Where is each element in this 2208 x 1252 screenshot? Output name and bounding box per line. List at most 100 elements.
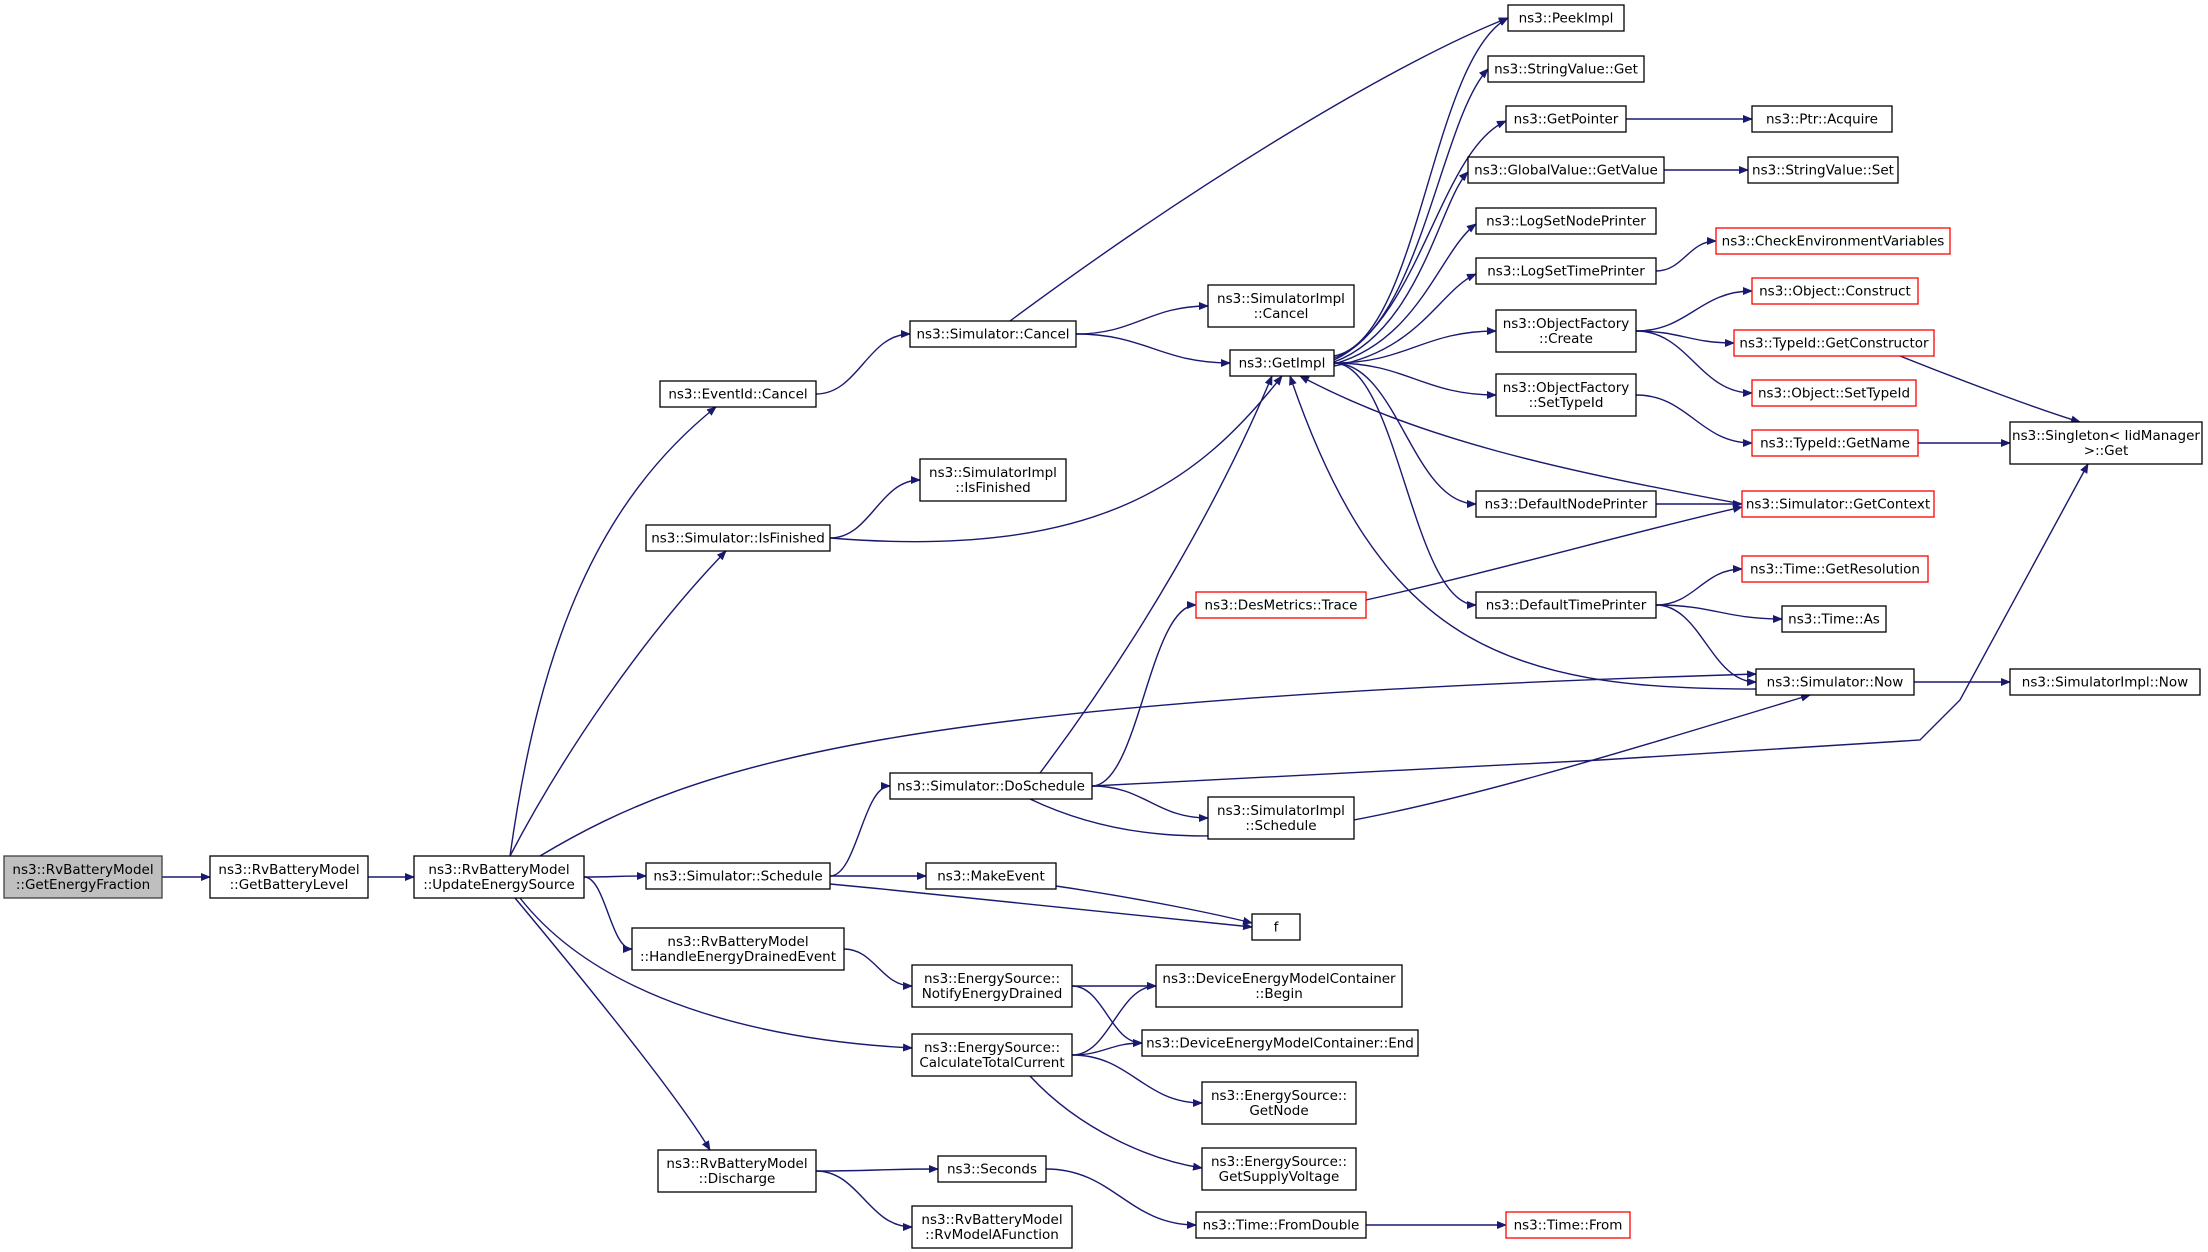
node-box[interactable] <box>1229 349 1335 377</box>
node-objFactorySetTypeId[interactable]: ns3::ObjectFactory::SetTypeId <box>1495 373 1637 417</box>
node-typeIdGetName[interactable]: ns3::TypeId::GetName <box>1751 429 1919 457</box>
node-discharge[interactable]: ns3::RvBatteryModel::Discharge <box>657 1149 817 1193</box>
node-box[interactable] <box>925 862 1057 890</box>
node-notifyEnergyDrained[interactable]: ns3::EnergySource::NotifyEnergyDrained <box>911 964 1073 1008</box>
node-box[interactable] <box>1475 257 1657 285</box>
node-box[interactable] <box>1475 490 1657 518</box>
node-box[interactable] <box>2009 668 2201 696</box>
node-box[interactable] <box>919 458 1067 502</box>
node-box[interactable] <box>1207 796 1355 840</box>
node-defaultNodePrinter[interactable]: ns3::DefaultNodePrinter <box>1475 490 1657 518</box>
node-f[interactable]: f <box>1251 913 1301 941</box>
node-box[interactable] <box>3 855 163 899</box>
node-checkEnvVars[interactable]: ns3::CheckEnvironmentVariables <box>1715 227 1951 255</box>
node-defaultTimePrinter[interactable]: ns3::DefaultTimePrinter <box>1475 591 1657 619</box>
node-box[interactable] <box>1751 277 1919 305</box>
node-simImplCancel[interactable]: ns3::SimulatorImpl::Cancel <box>1207 284 1355 328</box>
node-objectSetTypeId[interactable]: ns3::Object::SetTypeId <box>1751 379 1917 407</box>
node-box[interactable] <box>631 927 845 971</box>
node-simDoSchedule[interactable]: ns3::Simulator::DoSchedule <box>889 772 1093 800</box>
node-box[interactable] <box>911 1205 1073 1249</box>
node-box[interactable] <box>1751 379 1917 407</box>
node-desMetricsTrace[interactable]: ns3::DesMetrics::Trace <box>1195 591 1367 619</box>
node-box[interactable] <box>1201 1081 1357 1125</box>
node-box[interactable] <box>657 1149 817 1193</box>
node-box[interactable] <box>911 1033 1073 1077</box>
node-box[interactable] <box>1207 284 1355 328</box>
node-box[interactable] <box>1755 668 1915 696</box>
node-esGetNode[interactable]: ns3::EnergySource::GetNode <box>1201 1081 1357 1125</box>
node-box[interactable] <box>1507 4 1625 32</box>
node-simGetContext[interactable]: ns3::Simulator::GetContext <box>1741 490 1935 518</box>
node-box[interactable] <box>1155 964 1403 1008</box>
node-eventIdCancel[interactable]: ns3::EventId::Cancel <box>659 380 817 408</box>
node-box[interactable] <box>1733 329 1935 357</box>
node-stringValueGet[interactable]: ns3::StringValue::Get <box>1487 55 1645 83</box>
node-box[interactable] <box>209 855 369 899</box>
node-demcEnd[interactable]: ns3::DeviceEnergyModelContainer::End <box>1141 1029 1419 1057</box>
node-seconds[interactable]: ns3::Seconds <box>937 1155 1047 1183</box>
node-box[interactable] <box>1467 156 1665 184</box>
node-handleEnergyDrained[interactable]: ns3::RvBatteryModel::HandleEnergyDrained… <box>631 927 845 971</box>
node-box[interactable] <box>2009 421 2203 465</box>
node-simIsFinished[interactable]: ns3::Simulator::IsFinished <box>645 524 831 552</box>
node-calcTotalCurrent[interactable]: ns3::EnergySource::CalculateTotalCurrent <box>911 1033 1073 1077</box>
node-box[interactable] <box>659 380 817 408</box>
node-globalValueGetValue[interactable]: ns3::GlobalValue::GetValue <box>1467 156 1665 184</box>
node-box[interactable] <box>1505 1211 1631 1239</box>
node-simSchedule[interactable]: ns3::Simulator::Schedule <box>645 862 831 890</box>
node-box[interactable] <box>413 855 585 899</box>
node-timeFrom[interactable]: ns3::Time::From <box>1505 1211 1631 1239</box>
node-root[interactable]: ns3::RvBatteryModel::GetEnergyFraction <box>3 855 163 899</box>
node-box[interactable] <box>1195 591 1367 619</box>
node-box[interactable] <box>1141 1029 1419 1057</box>
node-logSetTimePrinter[interactable]: ns3::LogSetTimePrinter <box>1475 257 1657 285</box>
node-getImpl[interactable]: ns3::GetImpl <box>1229 349 1335 377</box>
node-getBatteryLevel[interactable]: ns3::RvBatteryModel::GetBatteryLevel <box>209 855 369 899</box>
node-typeIdGetConstructor[interactable]: ns3::TypeId::GetConstructor <box>1733 329 1935 357</box>
node-demcBegin[interactable]: ns3::DeviceEnergyModelContainer::Begin <box>1155 964 1403 1008</box>
node-box[interactable] <box>1475 591 1657 619</box>
node-box[interactable] <box>1487 55 1645 83</box>
node-timeFromDouble[interactable]: ns3::Time::FromDouble <box>1195 1211 1367 1239</box>
node-box[interactable] <box>1201 1147 1357 1191</box>
node-box[interactable] <box>1747 156 1899 184</box>
node-box[interactable] <box>1495 373 1637 417</box>
node-makeEvent[interactable]: ns3::MakeEvent <box>925 862 1057 890</box>
node-timeGetResolution[interactable]: ns3::Time::GetResolution <box>1741 555 1929 583</box>
node-singletonGet[interactable]: ns3::Singleton< IidManager >::Get <box>2009 421 2203 465</box>
node-box[interactable] <box>1751 105 1893 133</box>
node-logSetNodePrinter[interactable]: ns3::LogSetNodePrinter <box>1475 207 1657 235</box>
node-getPointer[interactable]: ns3::GetPointer <box>1505 105 1627 133</box>
node-box[interactable] <box>645 862 831 890</box>
node-box[interactable] <box>1475 207 1657 235</box>
node-box[interactable] <box>1495 309 1637 353</box>
node-ptrAcquire[interactable]: ns3::Ptr::Acquire <box>1751 105 1893 133</box>
node-rvModelAFunction[interactable]: ns3::RvBatteryModel::RvModelAFunction <box>911 1205 1073 1249</box>
node-peekImpl[interactable]: ns3::PeekImpl <box>1507 4 1625 32</box>
node-box[interactable] <box>1251 913 1301 941</box>
node-updateEnergySource[interactable]: ns3::RvBatteryModel::UpdateEnergySource <box>413 855 585 899</box>
node-box[interactable] <box>911 964 1073 1008</box>
node-box[interactable] <box>937 1155 1047 1183</box>
node-simCancel[interactable]: ns3::Simulator::Cancel <box>909 320 1077 348</box>
node-box[interactable] <box>645 524 831 552</box>
node-objectConstruct[interactable]: ns3::Object::Construct <box>1751 277 1919 305</box>
node-stringValueSet[interactable]: ns3::StringValue::Set <box>1747 156 1899 184</box>
node-box[interactable] <box>1781 605 1887 633</box>
node-box[interactable] <box>1195 1211 1367 1239</box>
node-box[interactable] <box>1715 227 1951 255</box>
node-box[interactable] <box>909 320 1077 348</box>
node-simImplIsFinished[interactable]: ns3::SimulatorImpl::IsFinished <box>919 458 1067 502</box>
node-simImplNow[interactable]: ns3::SimulatorImpl::Now <box>2009 668 2201 696</box>
node-simNow[interactable]: ns3::Simulator::Now <box>1755 668 1915 696</box>
node-esGetSupplyVoltage[interactable]: ns3::EnergySource::GetSupplyVoltage <box>1201 1147 1357 1191</box>
node-objFactoryCreate[interactable]: ns3::ObjectFactory::Create <box>1495 309 1637 353</box>
node-box[interactable] <box>1741 555 1929 583</box>
node-box[interactable] <box>1751 429 1919 457</box>
node-box[interactable] <box>1741 490 1935 518</box>
node-box[interactable] <box>889 772 1093 800</box>
node-box[interactable] <box>1505 105 1627 133</box>
node-timeAs[interactable]: ns3::Time::As <box>1781 605 1887 633</box>
node-simImplSchedule[interactable]: ns3::SimulatorImpl::Schedule <box>1207 796 1355 840</box>
